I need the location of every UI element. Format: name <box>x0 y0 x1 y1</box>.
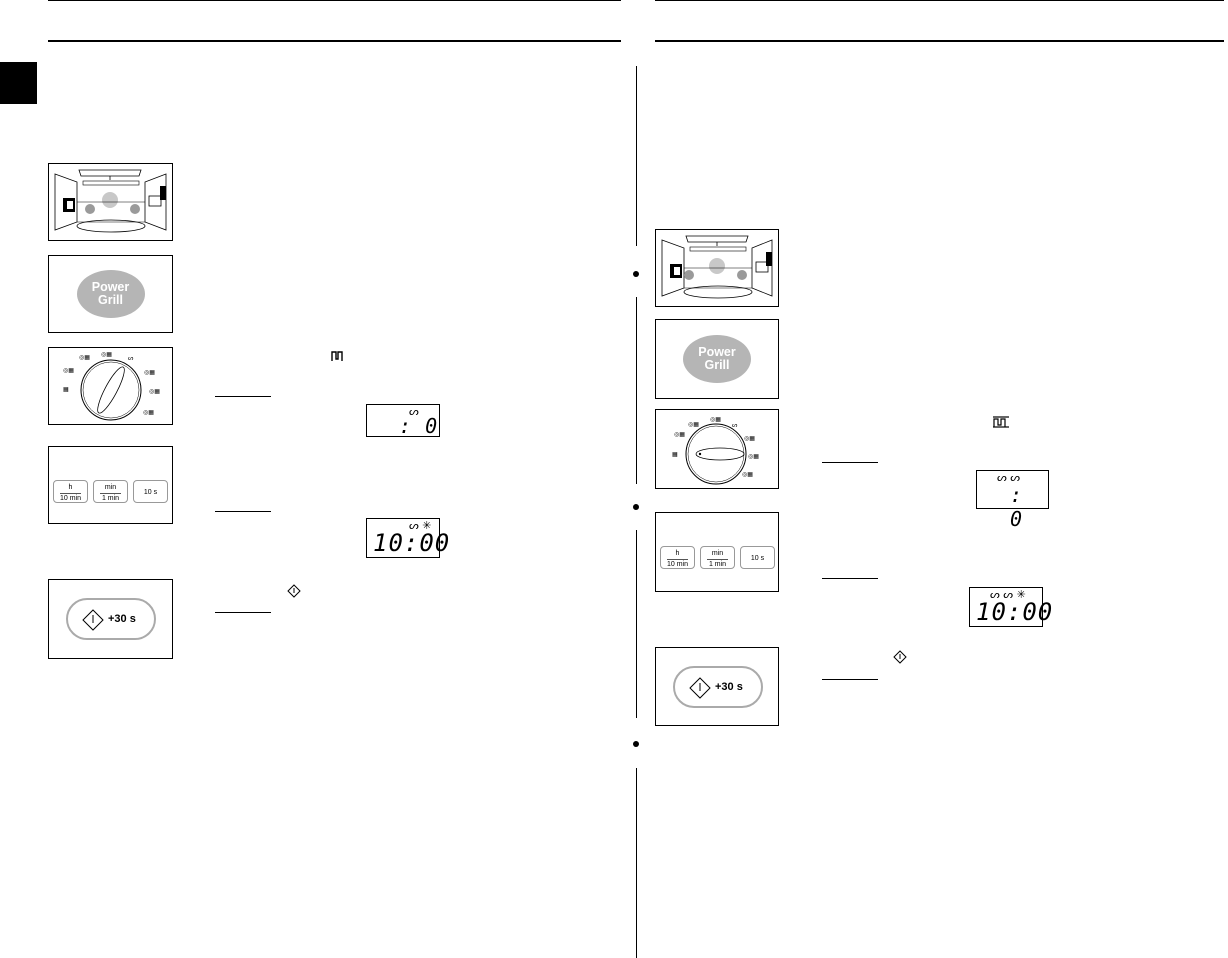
left-display-1-symbols: ᔕ <box>409 405 419 418</box>
power-grill-label-right-line2: Grill <box>704 358 730 372</box>
margin-bar-4 <box>636 768 637 958</box>
margin-bullet-2 <box>633 504 639 510</box>
ten-second-key-label: 10 s <box>143 489 158 496</box>
oven-interior-illustration <box>48 163 173 241</box>
right-display-1: ᔕ ᔕ : 0 <box>976 470 1049 531</box>
right-display-2-digits: 10:00 <box>976 598 1054 626</box>
power-grill-button[interactable]: Power Grill <box>76 270 145 318</box>
svg-text:◎▦: ◎▦ <box>688 421 699 428</box>
right-display-2-symbols: ᔕ ᔕ ✳ <box>990 588 1026 601</box>
top-edge-rule-left <box>48 0 621 1</box>
left-step-underline-3 <box>215 612 271 613</box>
svg-text:◎▦: ◎▦ <box>79 354 90 361</box>
right-display-1-digits: : 0 <box>1010 483 1024 531</box>
right-display-1-symbols: ᔕ ᔕ <box>997 471 1021 484</box>
margin-bullet-1 <box>633 271 639 277</box>
hour-key-divider <box>60 493 81 494</box>
power-grill-panel: Power Grill <box>48 255 173 333</box>
right-step-underline-3 <box>822 679 878 680</box>
svg-text:◎▦: ◎▦ <box>744 435 755 442</box>
power-grill-label: Power Grill <box>77 281 145 307</box>
svg-text:◎▦: ◎▦ <box>144 369 155 376</box>
left-step-underline-2 <box>215 511 271 512</box>
svg-text:ᔕ: ᔕ <box>732 422 738 429</box>
left-display-1-digits: : 0 <box>399 414 439 438</box>
function-dial-panel: ◎▦ ◎▦ ᔕ ◎▦ ◎▦ ▦ ◎▦ ◎▦ <box>48 347 173 425</box>
power-grill-label-line1: Power <box>91 280 130 294</box>
top-edge-rule-right <box>655 0 1224 1</box>
svg-text:ᔕ: ᔕ <box>128 355 134 362</box>
left-display-2-symbols: ᔕ ✳ <box>409 519 432 532</box>
left-display-2: ᔕ ✳ 10:00 <box>366 518 449 558</box>
svg-text:◎▦: ◎▦ <box>748 453 759 460</box>
time-keys-panel-right: h 10 min min 1 min 10 s <box>655 512 779 592</box>
start-symbol-icon <box>287 584 301 598</box>
svg-text:◎▦: ◎▦ <box>674 431 685 438</box>
oven-interior-icon <box>54 169 167 233</box>
minute-key-right-divider <box>707 559 728 560</box>
start-button-right-label: +30 s <box>715 681 743 693</box>
minute-key-divider <box>100 493 121 494</box>
svg-text:◎▦: ◎▦ <box>101 351 112 358</box>
left-display-1: ᔕ : 0 <box>366 404 440 438</box>
function-dial-panel-right: ◎▦ ◎▦ ᔕ ◎▦ ◎▦ ▦ ◎▦ ◎▦ <box>655 409 779 489</box>
chapter-tab <box>0 62 37 104</box>
combi-symbol-icon <box>993 416 1009 428</box>
oven-interior-illustration-right <box>655 229 779 307</box>
power-grill-label-right-line1: Power <box>698 345 736 359</box>
start-panel: +30 s <box>48 579 173 659</box>
margin-bullet-3 <box>633 741 639 747</box>
hour-key-right-divider <box>667 559 688 560</box>
start-icon <box>82 609 104 631</box>
minute-key-right-bottom: 1 min <box>708 561 727 568</box>
power-grill-panel-right: Power Grill <box>655 319 779 399</box>
start-icon-right <box>689 677 711 699</box>
start-button-right[interactable]: +30 s <box>673 666 763 708</box>
minute-key-top: min <box>104 484 117 491</box>
minute-key-right-top: min <box>711 550 724 557</box>
power-grill-label-line2: Grill <box>97 293 123 307</box>
left-display-2-digits: 10:00 <box>373 529 451 557</box>
svg-text:◎▦: ◎▦ <box>63 367 74 374</box>
hour-key[interactable]: h 10 min <box>53 480 88 503</box>
left-header-rule <box>48 40 621 42</box>
svg-text:◎▦: ◎▦ <box>149 388 160 395</box>
margin-bar-2 <box>636 297 637 484</box>
function-dial-icon-right[interactable]: ◎▦ ◎▦ ᔕ ◎▦ ◎▦ ▦ ◎▦ ◎▦ <box>656 410 778 488</box>
power-grill-label-right: Power Grill <box>683 346 751 372</box>
svg-text:▦: ▦ <box>63 386 69 393</box>
svg-text:▦: ▦ <box>672 451 678 458</box>
right-display-2: ᔕ ᔕ ✳ 10:00 <box>969 587 1052 627</box>
grill-symbol-icon <box>331 351 343 361</box>
power-grill-button-right[interactable]: Power Grill <box>683 335 751 383</box>
margin-bar-1 <box>636 66 637 246</box>
ten-second-key[interactable]: 10 s <box>133 480 168 503</box>
ten-second-key-right-label: 10 s <box>750 555 765 562</box>
oven-interior-icon <box>661 235 773 299</box>
hour-key-right-bottom: 10 min <box>666 561 688 568</box>
right-step-underline-2 <box>822 578 878 579</box>
ten-second-key-right[interactable]: 10 s <box>740 546 775 569</box>
start-button-label: +30 s <box>108 613 136 625</box>
hour-key-bottom: 10 min <box>59 495 81 502</box>
hour-key-top: h <box>68 484 73 491</box>
start-symbol-icon-right <box>893 650 907 664</box>
hour-key-right[interactable]: h 10 min <box>660 546 695 569</box>
right-header-rule <box>655 40 1224 42</box>
left-step-underline-1 <box>215 396 271 397</box>
minute-key[interactable]: min 1 min <box>93 480 128 503</box>
margin-bar-3 <box>636 530 637 718</box>
minute-key-bottom: 1 min <box>101 495 120 502</box>
start-panel-right: +30 s <box>655 647 779 726</box>
time-keys-panel: h 10 min min 1 min 10 s <box>48 446 173 524</box>
svg-text:◎▦: ◎▦ <box>710 416 721 423</box>
start-button[interactable]: +30 s <box>66 598 156 640</box>
right-step-underline-1 <box>822 462 878 463</box>
minute-key-right[interactable]: min 1 min <box>700 546 735 569</box>
svg-text:◎▦: ◎▦ <box>742 471 753 478</box>
hour-key-right-top: h <box>675 550 680 557</box>
function-dial-icon[interactable]: ◎▦ ◎▦ ᔕ ◎▦ ◎▦ ▦ ◎▦ ◎▦ <box>49 348 172 424</box>
svg-text:◎▦: ◎▦ <box>143 409 154 416</box>
